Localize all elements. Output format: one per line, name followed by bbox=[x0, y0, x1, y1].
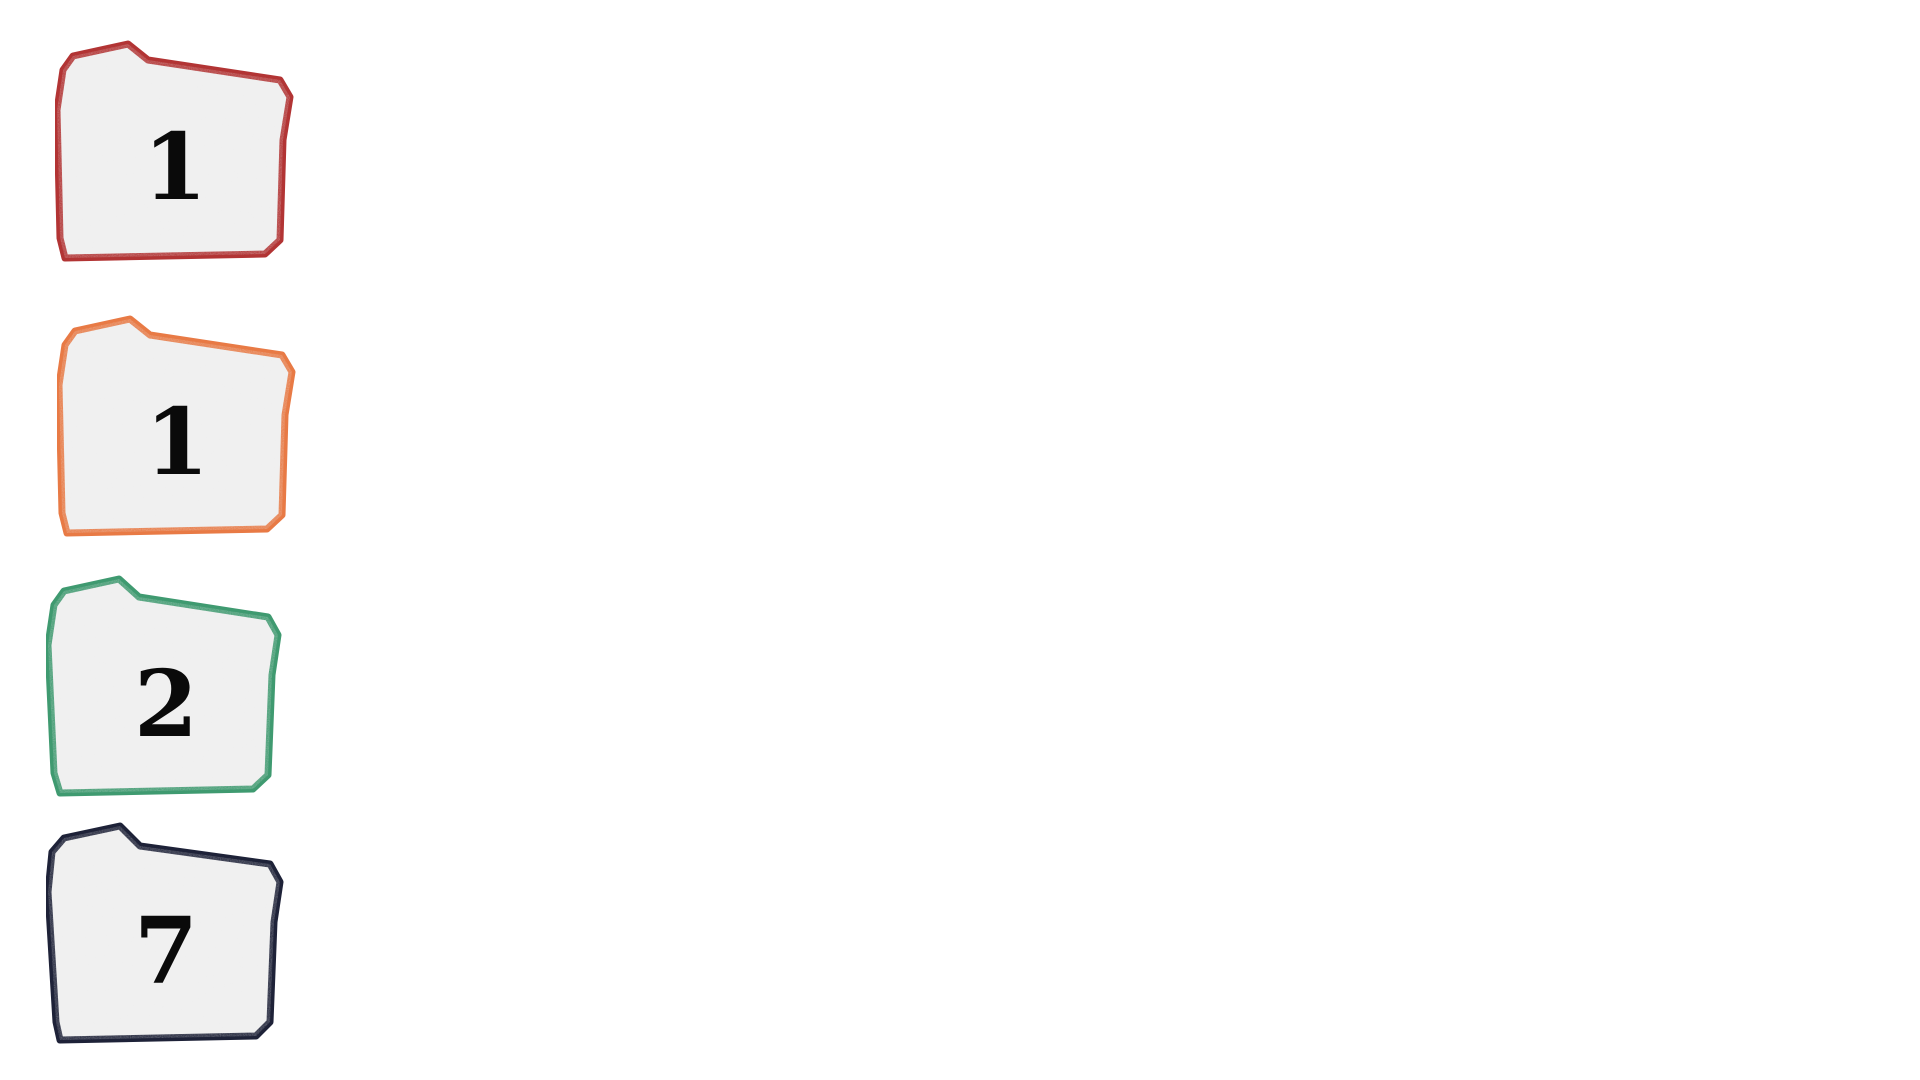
folder-tab-shape bbox=[46, 822, 284, 1044]
folder-tab-shape bbox=[57, 315, 296, 537]
badge-number: 1 bbox=[144, 388, 209, 496]
badge-number: 7 bbox=[133, 897, 198, 1005]
folder-tab-shape bbox=[55, 40, 294, 262]
folder-tab-shape bbox=[46, 575, 282, 797]
folder-badge-4: 7 bbox=[46, 822, 286, 1052]
badge-number: 1 bbox=[142, 113, 207, 221]
badge-number: 2 bbox=[133, 650, 198, 758]
folder-badge-3: 2 bbox=[46, 575, 286, 805]
folder-badge-1: 1 bbox=[55, 40, 295, 270]
folder-badge-2: 1 bbox=[57, 315, 297, 545]
